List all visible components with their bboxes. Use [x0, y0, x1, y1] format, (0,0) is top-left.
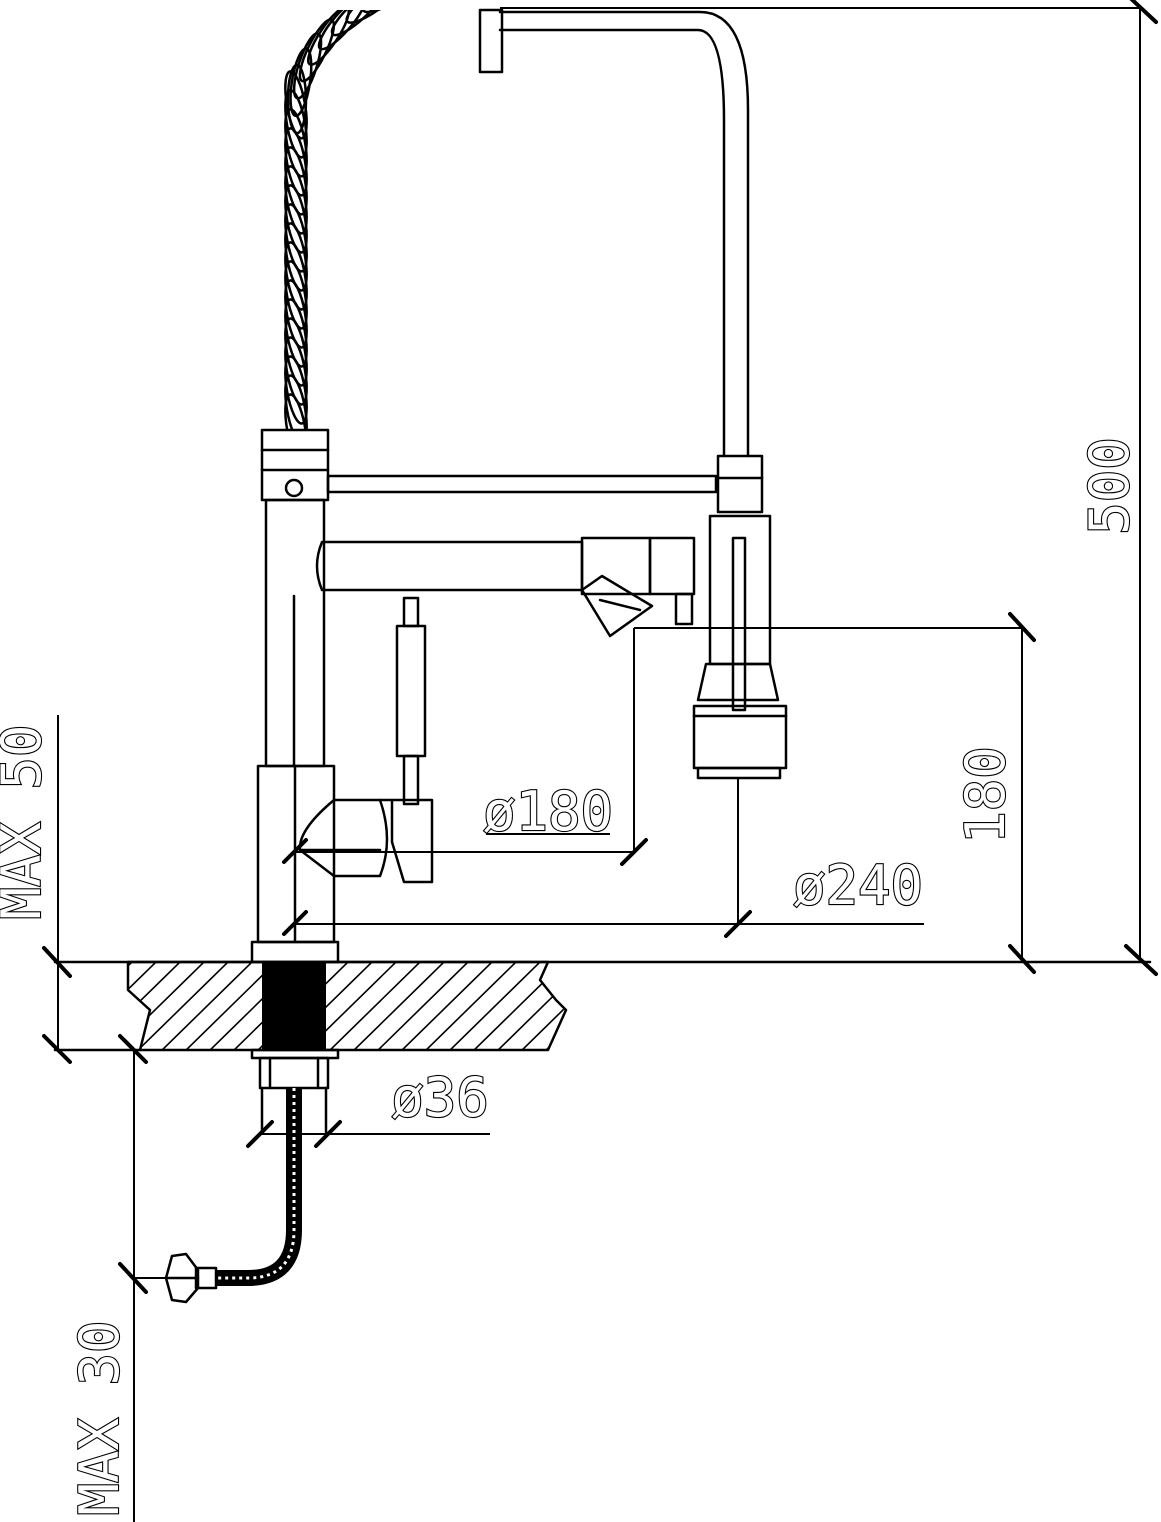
label-total-height: 500: [1078, 437, 1141, 535]
aerator: [580, 574, 654, 638]
hatch-line: [467, 962, 565, 1050]
hatch-line: [563, 962, 566, 1050]
coil-end-cap: [478, 8, 504, 74]
hatch-line: [371, 962, 469, 1050]
hatch-line: [128, 962, 157, 1050]
coil-turn: [284, 184, 308, 254]
hatch-line: [155, 962, 253, 1050]
dimension-labels: 500 180 ø180 ø240 ø36 MAX 50 MAX 30: [0, 436, 1142, 1517]
coil-turn: [284, 393, 308, 430]
support-arm: [326, 474, 718, 494]
coil-turn: [361, 10, 424, 14]
coil-turn: [284, 203, 308, 273]
hatch-line: [179, 962, 277, 1050]
coil-spring: [284, 0, 445, 430]
set-screw: [284, 478, 304, 498]
hatch-line: [612, 962, 708, 1056]
coil-turn: [284, 279, 308, 349]
coil-turn: [284, 355, 308, 425]
hatch-line: [347, 962, 445, 1050]
hatch-line: [323, 962, 421, 1050]
holder-clip: [716, 454, 764, 514]
hatch-line: [131, 962, 229, 1050]
spray-rod: [731, 536, 747, 712]
coil-turn: [284, 165, 308, 235]
base-flange: [250, 940, 340, 964]
lever-base: [332, 798, 434, 884]
spray-head-top: [696, 662, 780, 702]
hatch-line: [443, 962, 541, 1050]
coil-turn: [284, 222, 308, 292]
coil-turn: [284, 241, 308, 311]
label-spout-reach: ø180: [483, 780, 613, 843]
coil-turn: [284, 317, 308, 387]
countertop-section: [12, 960, 1152, 1056]
spout-arm: [315, 540, 584, 592]
coil-turn: [345, 10, 404, 24]
deck-outline: [126, 960, 568, 1052]
coil-turn: [284, 146, 308, 216]
coil-turn: [284, 127, 308, 197]
coil-turn: [376, 0, 445, 9]
label-hole-diameter: ø36: [391, 1066, 489, 1129]
swivel-joint: [260, 428, 330, 502]
dimension-lines: [42, 0, 1158, 1522]
coil-turn: [284, 260, 308, 330]
coil-turn: [284, 336, 308, 406]
supply-hose: [215, 1088, 302, 1286]
deck-hatching: [12, 962, 708, 1056]
hatch-line: [128, 962, 205, 1050]
hatch-line: [419, 962, 517, 1050]
hatch-line: [395, 962, 493, 1050]
hatch-line: [539, 962, 566, 1050]
hatch-line: [491, 962, 566, 1050]
lever-tip: [402, 596, 420, 628]
faucet-body: [164, 0, 788, 1304]
hatch-line: [515, 962, 566, 1050]
spray-tube-outer: [498, 10, 750, 458]
coil-turn: [284, 298, 308, 368]
hose-hex-nut: [164, 1252, 200, 1304]
label-spray-reach: ø240: [793, 854, 923, 917]
hatch-line: [12, 962, 108, 1056]
mounting-shank: [262, 962, 326, 1050]
hatch-line: [128, 962, 181, 1050]
label-max-hose-clearance: MAX 30: [68, 1320, 131, 1515]
label-spout-height: 180: [954, 746, 1017, 844]
hatch-line: [588, 962, 684, 1056]
lever-handle: [395, 624, 427, 758]
coil-turn: [284, 108, 308, 178]
spray-tube-inner: [498, 28, 726, 458]
coil-turn: [284, 374, 308, 430]
label-max-deck-thickness: MAX 50: [0, 724, 53, 919]
